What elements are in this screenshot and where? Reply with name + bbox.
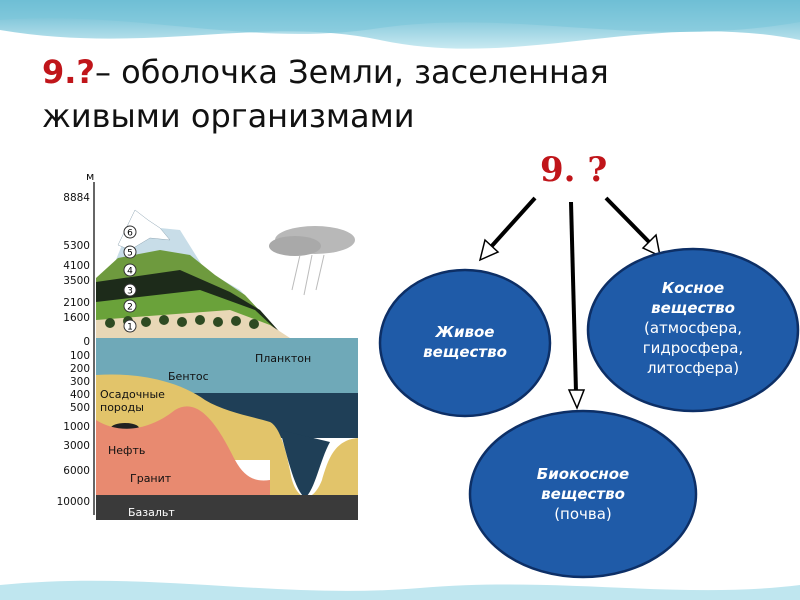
center-question: 9. ? [540,150,608,190]
scale-3000: 3000 [63,440,90,452]
title-line2: живыми организмами [42,97,415,135]
scale-unit: м [86,170,95,183]
title-rest: – оболочка Земли, заселенная [94,53,609,91]
inert-matter-ellipse [586,247,800,413]
label-sediment-1: Осадочные [100,388,165,401]
bioinert-matter-label: Биокосное вещество (почва) [495,464,671,524]
inert-line5: литосфера) [646,359,740,377]
zone-4: 4 [127,267,133,277]
living-line1: Живое [435,323,495,341]
scale-1000: 1000 [63,421,90,433]
scale-4100: 4100 [63,260,90,272]
title-prefix: 9.? [42,53,95,91]
bioinert-matter-ellipse [468,409,698,579]
label-sediment-2: породы [100,401,144,414]
arrow-to-bioinert [569,201,578,393]
basalt-layer [96,495,358,520]
inert-line3: (атмосфера, [643,319,743,337]
inert-line1: Косное [661,279,725,297]
scale-1600: 1600 [63,312,90,324]
label-oil: Нефть [108,444,146,457]
zone-markers [123,225,137,333]
inert-line4: гидросфера, [642,339,744,357]
arrowhead-living [478,238,500,262]
bioinert-line3: (почва) [554,505,612,523]
bioinert-line1: Биокосное [536,465,630,483]
zone-5: 5 [127,249,133,259]
scale-0: 0 [83,336,90,348]
scale-200: 200 [69,363,90,375]
scale-100: 100 [69,350,90,362]
wave-top-2 [0,0,800,34]
label-benthos: Бентос [168,370,209,383]
living-matter-ellipse [378,268,552,418]
scale-300: 300 [69,376,90,388]
scale-500: 500 [69,402,90,414]
scale-400: 400 [69,389,90,401]
palms [105,315,259,329]
geosphere-diagram: 6 5 4 3 2 1 [93,182,358,520]
scale-2100: 2100 [63,297,90,309]
zone-1: 1 [127,323,133,333]
zone-3: 3 [127,287,133,297]
scale-5300: 5300 [63,240,90,252]
label-basalt: Базальт [128,506,175,519]
arrowhead-bioinert [567,389,586,410]
scale-8884: 8884 [63,192,90,204]
granite-layer [96,406,270,495]
living-matter-label: Живое вещество [395,322,535,362]
zone-2: 2 [127,303,133,313]
scale-3500: 3500 [63,275,90,287]
living-line2: вещество [423,343,507,361]
arrow-to-living [488,196,537,250]
inert-matter-label: Косное вещество (атмосфера, гидросфера, … [605,278,781,378]
wave-bottom [0,580,800,600]
bioinert-line2: вещество [541,485,625,503]
arrowhead-inert [641,233,662,258]
zone-6: 6 [127,229,133,239]
label-plankton: Планктон [255,352,312,365]
scale-6000: 6000 [63,465,90,477]
arrow-to-inert [604,196,654,247]
scale-10000: 10000 [56,496,90,508]
slide-title: 9.?– оболочка Земли, заселенная живыми о… [42,50,762,138]
inert-line2: вещество [651,299,735,317]
label-granite: Гранит [130,472,172,485]
